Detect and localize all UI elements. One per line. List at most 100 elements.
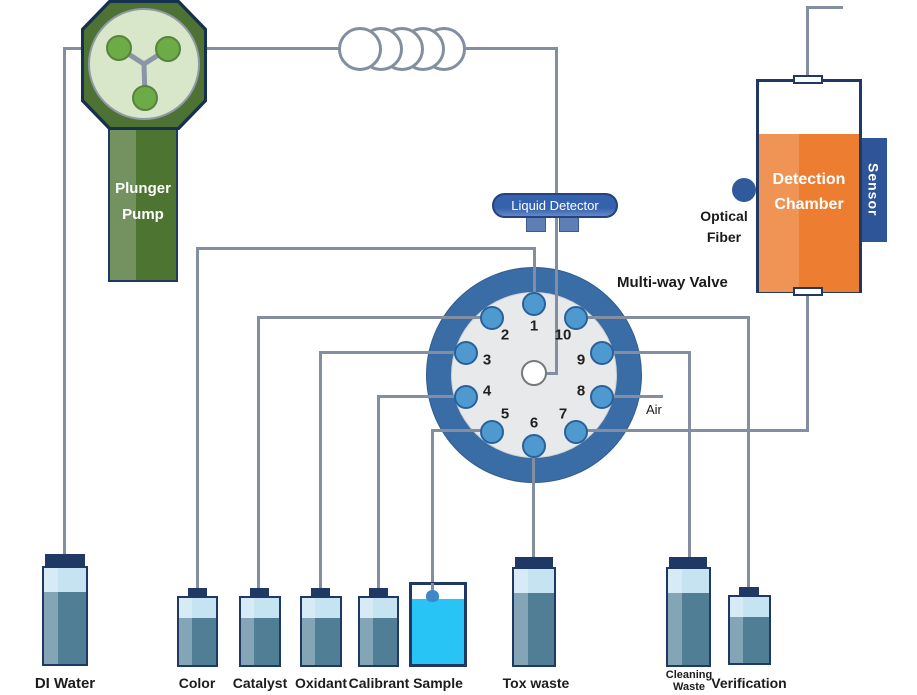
tox-waste-band <box>514 569 554 593</box>
valve-port-10 <box>564 306 588 330</box>
tube-chamber-vent <box>806 6 843 9</box>
bottle-tox-waste <box>512 567 556 667</box>
valve-port-6 <box>522 434 546 458</box>
tube-color-drop <box>196 247 199 591</box>
sample-label: Sample <box>413 675 463 691</box>
valve-port-number-7: 7 <box>558 405 568 423</box>
color-band <box>179 598 216 618</box>
tube-verification-drop <box>747 316 750 590</box>
valve-port-7 <box>564 420 588 444</box>
tube-port9-horizontal <box>600 351 691 354</box>
sample-beaker <box>409 582 467 667</box>
tube-port6-tox-drop <box>532 444 535 560</box>
valve-port-2 <box>480 306 504 330</box>
catalyst-cap <box>250 588 269 597</box>
cleaning-waste-label-line1: Cleaning <box>665 669 713 681</box>
tube-cleaning-drop <box>688 351 691 560</box>
valve-port-number-1: 1 <box>529 317 539 335</box>
tube-top-horizontal <box>63 47 558 50</box>
calibrant-label: Calibrant <box>348 675 410 691</box>
catalyst-highlight <box>241 598 254 665</box>
tube-sample-drop <box>431 429 434 585</box>
chamber-liquid-highlight <box>759 134 799 292</box>
liquid-detector-label: Liquid Detector <box>511 198 599 213</box>
detection-chamber: Detection Chamber <box>756 79 862 293</box>
chamber-bottom-port <box>793 287 823 296</box>
sample-tube-tip <box>426 590 439 602</box>
color-cap <box>188 588 207 597</box>
valve-port-3 <box>454 341 478 365</box>
bottle-catalyst <box>239 596 281 667</box>
verification-band <box>730 597 769 617</box>
oxidant-band <box>302 598 340 618</box>
tube-calibrant-drop <box>377 395 380 591</box>
verification-label: Verification <box>711 675 787 691</box>
bottle-color <box>177 596 218 667</box>
tube-port4-horizontal <box>377 395 469 398</box>
valve-port-5 <box>480 420 504 444</box>
oxidant-label: Oxidant <box>294 675 348 691</box>
valve-port-9 <box>590 341 614 365</box>
chamber-top-port <box>793 75 823 84</box>
di-water-cap <box>45 554 85 567</box>
di-water-band <box>44 568 86 592</box>
sensor: Sensor <box>860 138 887 242</box>
tube-chamber-top-riser <box>806 6 809 80</box>
catalyst-band <box>241 598 279 618</box>
pump-roller-3 <box>132 85 158 111</box>
sensor-label: Sensor <box>865 163 882 217</box>
tube-port10-horizontal <box>576 316 750 319</box>
color-highlight <box>179 598 192 665</box>
multiway-valve-label: Multi-way Valve <box>617 274 728 291</box>
tube-port1-riser <box>533 247 536 304</box>
bottle-di-water <box>42 566 88 666</box>
tube-catalyst-drop <box>257 316 260 591</box>
calibrant-band <box>360 598 397 618</box>
cleaning-waste-cap <box>669 557 707 569</box>
liquid-detector-leg-left <box>526 216 546 232</box>
valve-port-number-9: 9 <box>576 351 586 369</box>
chamber-label-line1: Detection <box>772 171 846 188</box>
optical-fiber-dot <box>732 178 756 202</box>
chamber-liquid: Detection Chamber <box>759 134 859 292</box>
tube-port5-horizontal <box>431 429 495 432</box>
optical-fiber-label-line1: Optical <box>700 208 748 224</box>
chamber-label-line2: Chamber <box>774 196 844 213</box>
valve-center-hub <box>521 360 547 386</box>
verification-cap <box>739 587 759 596</box>
valve-port-number-2: 2 <box>500 326 510 344</box>
bottle-cleaning-waste <box>666 567 711 667</box>
pump-label-line2: Pump <box>122 206 164 223</box>
oxidant-cap <box>311 588 330 597</box>
valve-port-number-10: 10 <box>554 326 572 344</box>
tox-waste-label: Tox waste <box>502 675 570 691</box>
pump-roller-2 <box>155 36 181 62</box>
air-label: Air <box>646 402 662 417</box>
coil-loop-1 <box>338 27 382 71</box>
di-water-highlight <box>44 568 59 664</box>
cleaning-waste-band <box>668 569 709 593</box>
bottle-calibrant <box>358 596 399 667</box>
tox-waste-cap <box>515 557 553 569</box>
pump-body-highlight <box>110 127 137 280</box>
bottle-verification <box>728 595 771 665</box>
valve-port-number-4: 4 <box>482 382 492 400</box>
calibrant-cap <box>369 588 388 597</box>
optical-fiber-label-line2: Fiber <box>706 229 742 245</box>
calibrant-highlight <box>360 598 373 665</box>
tube-port8-air-stub <box>601 395 663 398</box>
tube-chamber-bottom-riser <box>806 293 809 432</box>
sample-liquid <box>412 599 464 664</box>
cleaning-waste-label-line2: Waste <box>673 681 705 693</box>
tube-valve-center-stub <box>545 372 558 375</box>
valve-port-8 <box>590 385 614 409</box>
pump-label-line1: Plunger <box>115 180 171 197</box>
valve-port-number-3: 3 <box>482 351 492 369</box>
valve-port-number-6: 6 <box>529 414 539 432</box>
pump-roller-1 <box>106 35 132 61</box>
liquid-detector: Liquid Detector <box>492 193 618 218</box>
verification-highlight <box>730 597 744 663</box>
oxidant-highlight <box>302 598 315 665</box>
tox-waste-highlight <box>514 569 528 665</box>
